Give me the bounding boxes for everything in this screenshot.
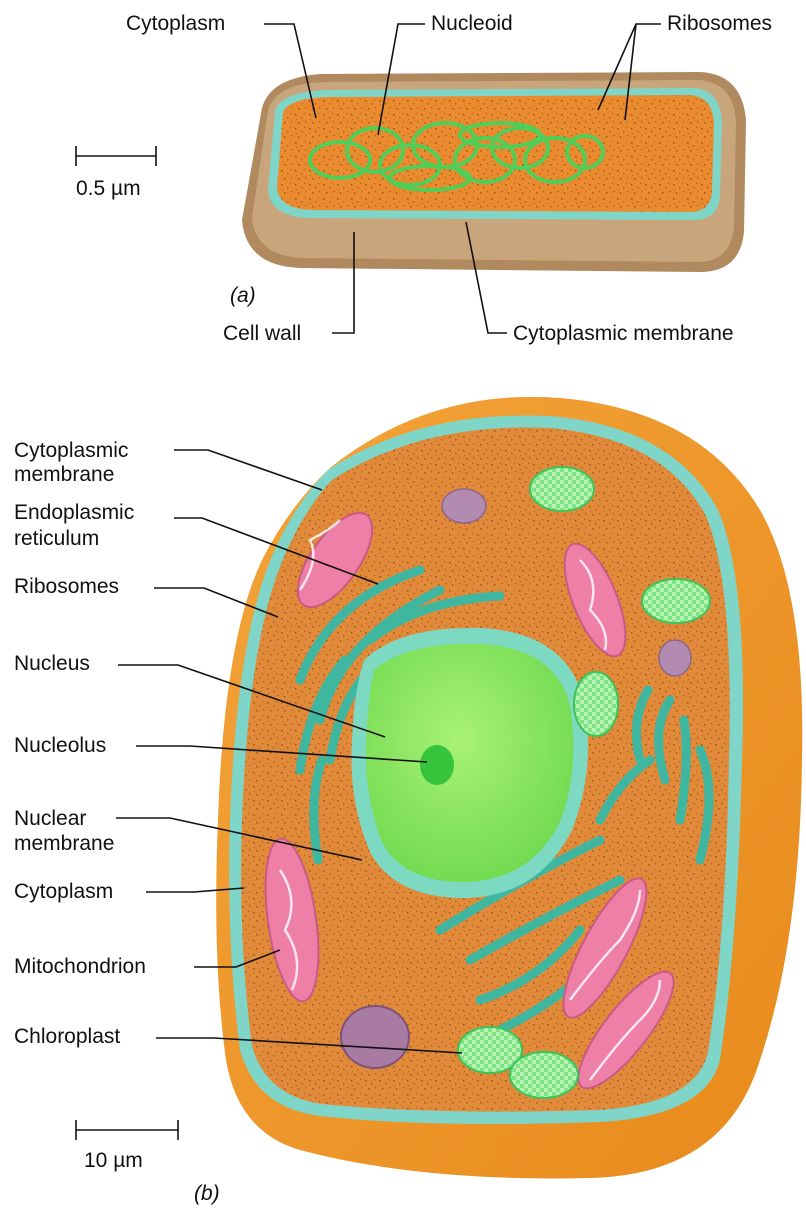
label-nucleolus: Nucleolus bbox=[14, 734, 106, 757]
label-cytoplasm-b: Cytoplasm bbox=[14, 880, 113, 903]
label-endoplasmic-reticulum-line2: reticulum bbox=[14, 527, 99, 550]
label-chloroplast: Chloroplast bbox=[14, 1025, 120, 1048]
nucleus-shape bbox=[366, 644, 574, 882]
panel-a-tag: (a) bbox=[230, 284, 256, 307]
label-cytoplasm-a: Cytoplasm bbox=[126, 12, 225, 35]
label-nuclear-membrane-line2: membrane bbox=[14, 832, 114, 855]
scale-bar-b: 10 µm bbox=[76, 1120, 178, 1172]
label-endoplasmic-reticulum-line1: Endoplasmic bbox=[14, 501, 134, 524]
label-mitochondrion: Mitochondrion bbox=[14, 955, 146, 978]
label-cell-wall: Cell wall bbox=[223, 322, 301, 345]
label-ribosomes-b: Ribosomes bbox=[14, 575, 119, 598]
nucleolus-shape bbox=[420, 745, 454, 785]
scale-bar-b-label: 10 µm bbox=[84, 1149, 143, 1172]
label-cytoplasmic-membrane-a: Cytoplasmic membrane bbox=[513, 322, 734, 345]
label-cytoplasmic-membrane-b-line2: membrane bbox=[14, 463, 114, 486]
prokaryote-cell bbox=[242, 72, 746, 272]
label-nucleus: Nucleus bbox=[14, 652, 90, 675]
label-cytoplasmic-membrane-b-line1: Cytoplasmic bbox=[14, 439, 128, 462]
panel-b-tag: (b) bbox=[194, 1182, 220, 1205]
scale-bar-a-label: 0.5 µm bbox=[76, 177, 141, 200]
label-ribosomes-a: Ribosomes bbox=[667, 12, 772, 35]
eukaryote-cell bbox=[216, 397, 802, 1179]
label-nucleoid: Nucleoid bbox=[431, 12, 513, 35]
scale-bar-a: 0.5 µm bbox=[76, 146, 156, 200]
leader-cytoplasmic-membrane-b bbox=[174, 450, 322, 490]
label-nuclear-membrane-line1: Nuclear bbox=[14, 807, 86, 830]
